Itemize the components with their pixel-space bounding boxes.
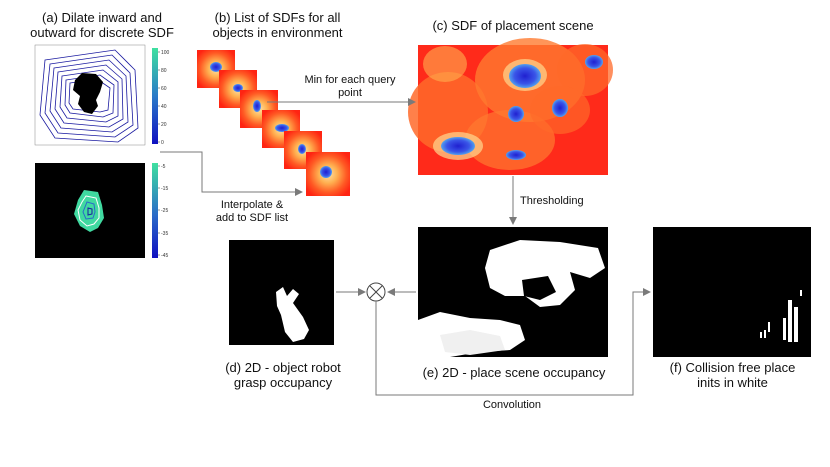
convolution-operator-icon — [366, 282, 386, 302]
panel-f-line2: inits in white — [697, 375, 768, 390]
grasp-occupancy-image — [229, 240, 334, 345]
edge-interpolate-line1: Interpolate & — [220, 199, 284, 211]
cbar-top-tick: 40 — [161, 104, 167, 110]
edge-interpolate-line2: add to SDF list — [215, 212, 289, 224]
arrow-conv-to-inits — [375, 288, 651, 396]
panel-a-line2: outward for discrete SDF — [30, 25, 174, 40]
colorbar-top: 100 80 60 40 20 0 — [152, 48, 170, 146]
panel-e-caption: (e) 2D - place scene occupancy — [408, 365, 620, 380]
cbar-top-tick: 80 — [161, 68, 167, 74]
cbar-bottom-tick: -35 — [161, 231, 168, 237]
panel-e-line1: (e) 2D - place scene occupancy — [422, 365, 606, 380]
panel-f-caption: (f) Collision free place inits in white — [650, 360, 815, 390]
edge-min-line1: Min for each query — [304, 74, 396, 86]
cbar-top-tick: 0 — [161, 140, 164, 146]
edge-min-label: Min for each query point — [292, 74, 408, 100]
edge-convolution-label: Convolution — [482, 399, 542, 411]
panel-d-line2: grasp occupancy — [233, 375, 333, 390]
cbar-bottom-tick: -25 — [161, 208, 168, 214]
arrow-interpolate — [160, 151, 303, 196]
colorbar-bottom: -5 -15 -25 -35 -45 — [152, 163, 168, 259]
place-scene-occupancy-image — [418, 227, 608, 357]
panel-a-caption: (a) Dilate inward and outward for discre… — [22, 10, 182, 40]
panel-b-caption: (b) List of SDFs for all objects in envi… — [195, 10, 360, 40]
cbar-top-tick: 60 — [161, 86, 167, 92]
panel-f-line1: (f) Collision free place — [669, 360, 796, 375]
cbar-bottom-tick: -5 — [161, 164, 166, 170]
cbar-top-tick: 20 — [161, 122, 167, 128]
cbar-bottom-tick: -45 — [161, 253, 168, 259]
edge-thresholding-label: Thresholding — [520, 195, 584, 207]
panel-d-line1: (d) 2D - object robot — [225, 360, 341, 375]
placement-scene-sdf — [408, 38, 613, 175]
panel-b-line2: objects in environment — [212, 25, 343, 40]
collision-free-inits-image — [653, 227, 811, 357]
cbar-bottom-tick: -15 — [161, 186, 168, 192]
panel-a-line1: (a) Dilate inward and — [42, 10, 162, 25]
panel-b-line1: (b) List of SDFs for all — [214, 10, 341, 25]
edge-min-line2: point — [338, 87, 362, 99]
edge-interpolate-label: Interpolate & add to SDF list — [208, 199, 296, 225]
sdf-stack — [197, 50, 350, 196]
panel-c-caption: (c) SDF of placement scene — [418, 18, 608, 33]
cbar-top-tick: 100 — [161, 50, 170, 56]
sdf-tile — [306, 152, 350, 196]
panel-c-line1: (c) SDF of placement scene — [432, 18, 594, 33]
sdf-contour-plot-outward — [34, 44, 146, 146]
sdf-contour-plot-inward — [35, 163, 145, 258]
panel-d-caption: (d) 2D - object robot grasp occupancy — [203, 360, 363, 390]
